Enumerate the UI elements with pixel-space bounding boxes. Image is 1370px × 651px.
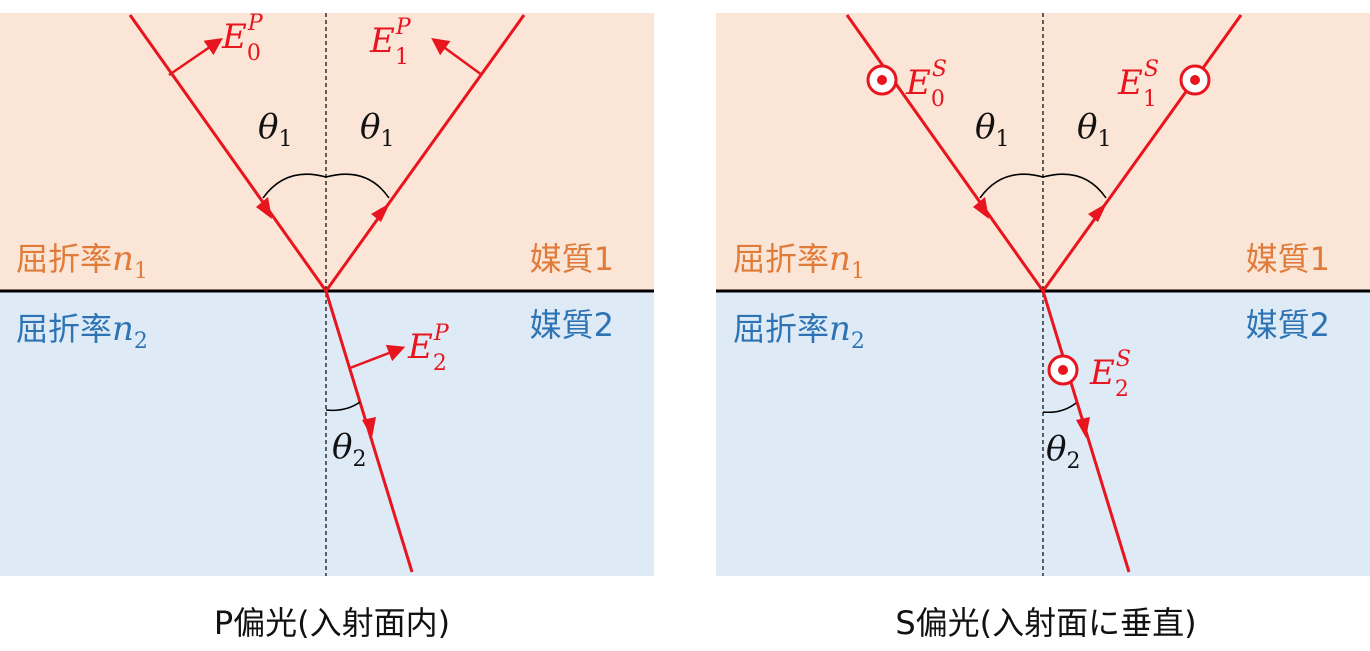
field-label-incident: E0P bbox=[221, 11, 264, 66]
field-label-refracted: E2P bbox=[407, 321, 450, 376]
incident-direction-arrow bbox=[973, 197, 989, 219]
refracted-direction-arrow bbox=[362, 417, 376, 438]
medium-2-name-label: 媒質2 bbox=[1246, 306, 1330, 344]
reflected-direction-arrow bbox=[371, 203, 390, 222]
field-label-reflected: E1S bbox=[1117, 57, 1159, 112]
field-vector-incident bbox=[168, 38, 223, 77]
angle-arc-reflected bbox=[1042, 173, 1107, 199]
panel-s-polarization: E0S E1S E2S θ1 θ1 θ2 屈折率n1 媒質1 屈折率n2 媒質2… bbox=[716, 13, 1370, 642]
medium-1-index-label: 屈折率n1 bbox=[733, 239, 865, 284]
medium-1-name-label: 媒質1 bbox=[1246, 240, 1330, 278]
field-label-refracted: E2S bbox=[1089, 347, 1131, 402]
field-vector-refracted bbox=[349, 344, 406, 370]
angle-label-refracted: θ2 bbox=[332, 427, 366, 472]
reflected-direction-arrow bbox=[1088, 203, 1107, 222]
refracted-direction-arrow bbox=[1076, 417, 1090, 438]
medium-1-region bbox=[0, 13, 654, 291]
medium-2-region bbox=[0, 291, 654, 576]
field-vector-reflected bbox=[431, 37, 483, 77]
reflected-ray bbox=[1041, 14, 1243, 292]
angle-arc-incident bbox=[979, 173, 1044, 199]
angle-label-reflected: θ1 bbox=[1077, 107, 1111, 152]
incident-ray bbox=[128, 14, 328, 292]
angle-label-incident: θ1 bbox=[975, 107, 1009, 152]
angle-arc-refracted bbox=[1042, 402, 1077, 414]
angle-label-reflected: θ1 bbox=[360, 107, 394, 152]
medium-2-name-label: 媒質2 bbox=[530, 306, 614, 344]
panel-caption: P偏光(入射面内) bbox=[214, 604, 450, 642]
reflected-ray bbox=[324, 14, 526, 292]
angle-arc-incident bbox=[262, 173, 327, 199]
medium-2-index-label: 屈折率n2 bbox=[733, 309, 865, 354]
medium-2-index-label: 屈折率n2 bbox=[16, 309, 148, 354]
field-out-of-plane-incident bbox=[866, 64, 898, 96]
panel-caption: S偏光(入射面に垂直) bbox=[895, 604, 1196, 642]
angle-arc-refracted bbox=[325, 401, 361, 412]
field-out-of-plane-reflected bbox=[1179, 64, 1211, 96]
medium-1-name-label: 媒質1 bbox=[530, 240, 614, 278]
angle-label-refracted: θ2 bbox=[1046, 429, 1080, 474]
field-label-incident: E0S bbox=[905, 57, 947, 112]
panel-p-polarization: E0P E1P E2P θ1 θ1 θ2 屈折率n1 媒質1 屈折率n2 媒質2… bbox=[0, 11, 654, 642]
angle-arc-reflected bbox=[325, 173, 390, 199]
medium-1-index-label: 屈折率n1 bbox=[16, 239, 148, 284]
incident-ray bbox=[845, 14, 1045, 292]
field-out-of-plane-refracted bbox=[1047, 354, 1079, 386]
angle-label-incident: θ1 bbox=[258, 107, 292, 152]
incident-direction-arrow bbox=[256, 197, 272, 219]
field-label-reflected: E1P bbox=[369, 15, 412, 70]
